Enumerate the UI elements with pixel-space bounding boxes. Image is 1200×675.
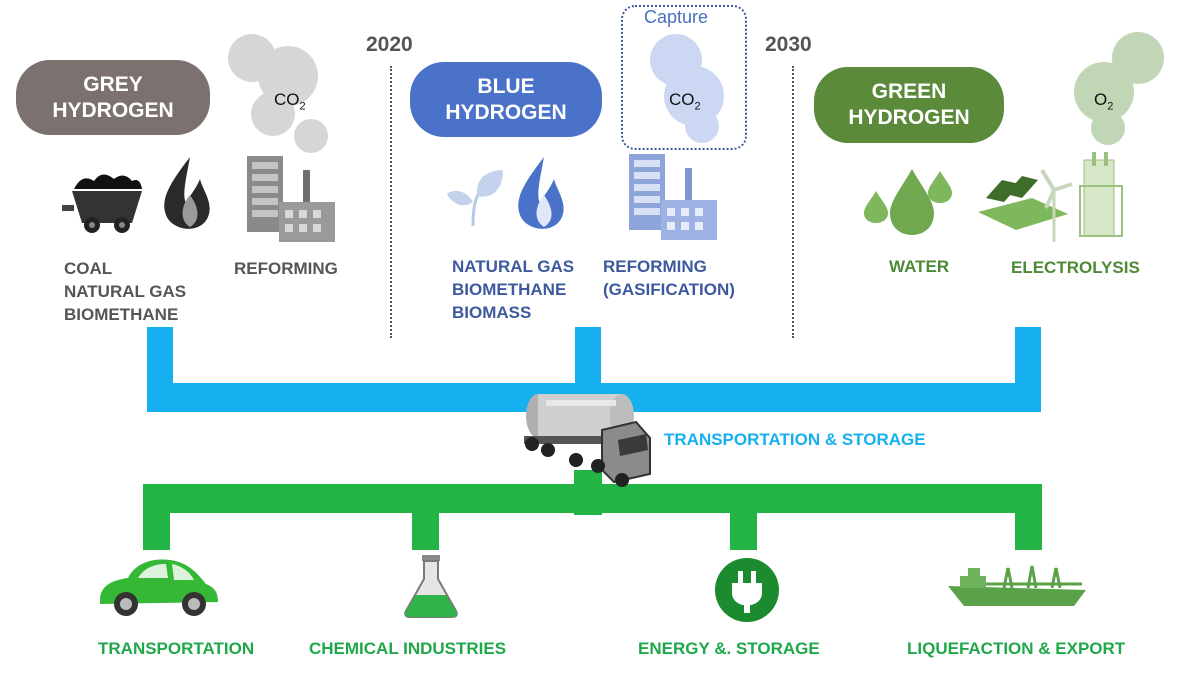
flame-icon xyxy=(518,157,564,229)
coal-cart-icon xyxy=(62,174,142,233)
year-2020-label: 2020 xyxy=(366,33,413,56)
grey-source-item: NATURAL GAS xyxy=(64,282,187,301)
blue-process-label: REFORMING (GASIFICATION) xyxy=(603,257,735,299)
transport-storage-label: TRANSPORTATION & STORAGE xyxy=(664,430,926,449)
flame-icon xyxy=(164,157,210,229)
blue-co2-label: CO2 xyxy=(669,90,701,113)
grey-hydrogen-title-line2: HYDROGEN xyxy=(52,98,174,122)
green-source-label: WATER xyxy=(889,257,950,276)
blue-hydrogen-title-line1: BLUE xyxy=(477,74,535,98)
uses-pipe-horizontal xyxy=(143,484,1042,513)
grey-source-item: COAL xyxy=(64,259,113,278)
co2-cloud-icon xyxy=(650,34,724,143)
grey-hydrogen-title-line1: GREY xyxy=(83,72,143,96)
blue-hydrogen-title-line2: HYDROGEN xyxy=(445,100,567,124)
blue-sources-list: NATURAL GAS BIOMETHANE BIOMASS xyxy=(452,255,574,324)
co2-capture-box xyxy=(621,5,747,150)
use-pipe-drop xyxy=(1015,484,1042,550)
green-hydrogen-title-line1: GREEN xyxy=(871,80,947,103)
grey-source-item: BIOMETHANE xyxy=(64,305,179,324)
blue-source-item: BIOMASS xyxy=(452,303,532,322)
use-label-energy-storage: ENERGY &. STORAGE xyxy=(638,639,820,658)
green-o2-label: O2 xyxy=(1094,90,1114,113)
leaf-icon xyxy=(447,170,503,227)
use-label-liquefaction-export: LIQUEFACTION & EXPORT xyxy=(907,639,1126,658)
grey-process-label: REFORMING xyxy=(234,259,338,278)
water-drops-icon xyxy=(864,169,952,235)
blue-source-item: BIOMETHANE xyxy=(452,280,567,299)
blue-source-item: NATURAL GAS xyxy=(452,257,575,276)
grey-hydrogen-badge: GREY HYDROGEN xyxy=(16,60,210,135)
divider-2020 xyxy=(390,66,392,338)
year-2030-label: 2030 xyxy=(765,33,812,56)
green-process-label: ELECTROLYSIS xyxy=(1011,258,1140,277)
solar-wind-electrolysis-icon xyxy=(978,152,1123,242)
capture-label: Capture xyxy=(644,7,709,27)
blue-hydrogen-badge: BLUE HYDROGEN xyxy=(410,62,602,137)
use-pipe-drop xyxy=(730,484,757,550)
o2-cloud-icon xyxy=(1074,32,1164,145)
divider-2030 xyxy=(792,66,794,338)
tanker-truck-icon xyxy=(524,394,651,487)
co2-cloud-icon xyxy=(228,34,328,153)
grey-sources-list: COAL NATURAL GAS BIOMETHANE xyxy=(64,257,186,326)
car-icon xyxy=(100,559,218,616)
factory-icon xyxy=(247,156,335,242)
plug-icon xyxy=(715,558,779,622)
ship-icon xyxy=(948,565,1086,606)
use-label-chemical-industries: CHEMICAL INDUSTRIES xyxy=(309,639,507,658)
flask-icon xyxy=(404,555,458,618)
use-label-transportation: TRANSPORTATION xyxy=(98,639,255,658)
green-hydrogen-badge: GREEN HYDROGEN xyxy=(814,67,1004,143)
use-pipe-drop xyxy=(143,484,170,550)
grey-co2-label: CO2 xyxy=(274,90,306,113)
use-pipe-drop xyxy=(412,484,439,550)
factory-icon xyxy=(629,154,717,240)
green-hydrogen-title-line2: HYDROGEN xyxy=(848,106,970,129)
